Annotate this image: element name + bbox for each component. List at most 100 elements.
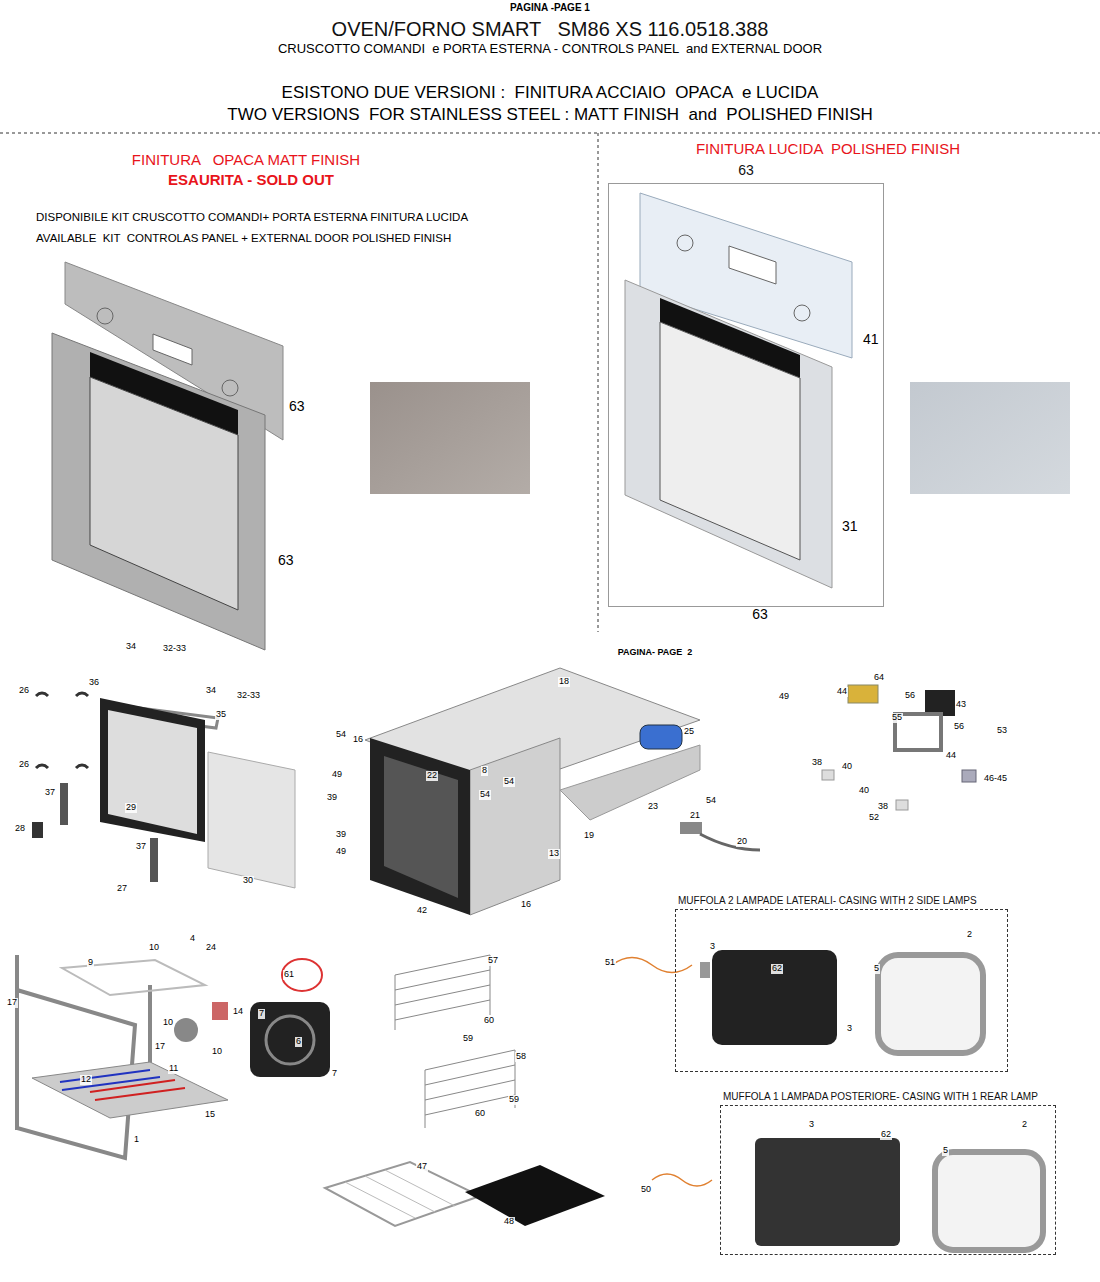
- callout-number: 14: [232, 1007, 244, 1017]
- callout-number: 32-33: [236, 691, 261, 701]
- heading-text: 31: [841, 519, 859, 534]
- callout-number: 35: [215, 710, 227, 720]
- callout-number: 3: [808, 1120, 815, 1130]
- callout-number: 25: [683, 727, 695, 737]
- callout-number: 10: [162, 1018, 174, 1028]
- callout-number: 1: [133, 1135, 140, 1145]
- callout-number: 54: [335, 730, 347, 740]
- callout-number: 3: [846, 1024, 853, 1034]
- callout-number: 2: [966, 930, 973, 940]
- group-heading: MUFFOLA 2 LAMPADE LATERALI- CASING WITH …: [676, 895, 979, 906]
- callout-number: 40: [841, 762, 853, 772]
- callout-number: 54: [479, 790, 491, 800]
- heading-text: 41: [862, 332, 880, 347]
- callout-number: 26: [18, 686, 30, 696]
- callout-number: 34: [125, 642, 137, 652]
- callout-number: 49: [335, 847, 347, 857]
- callout-number: 11: [168, 1064, 179, 1074]
- callout-number: 16: [520, 900, 532, 910]
- callout-number: 16: [352, 735, 364, 745]
- callout-number: 18: [558, 677, 570, 687]
- callout-number: 60: [474, 1109, 486, 1119]
- callout-number: 54: [503, 777, 515, 787]
- heading-text: FINITURA OPACA MATT FINISH: [131, 152, 361, 169]
- callout-number: 51: [604, 958, 616, 968]
- callout-number: 44: [836, 687, 848, 697]
- callout-number: 26: [18, 760, 30, 770]
- heading-text: DISPONIBILE KIT CRUSCOTTO COMANDI+ PORTA…: [35, 211, 469, 224]
- callout-number: 38: [877, 802, 889, 812]
- callout-number: 28: [14, 824, 26, 834]
- callout-number: 37: [135, 842, 147, 852]
- heading-text: AVAILABLE KIT CONTROLAS PANEL + EXTERNAL…: [35, 232, 452, 245]
- callout-number: 53: [996, 726, 1008, 736]
- callout-number: 56: [904, 691, 916, 701]
- callout-number: 49: [331, 770, 343, 780]
- callout-number: 4: [189, 934, 196, 944]
- callout-number: 9: [87, 958, 94, 968]
- casing-group-box: MUFFOLA 2 LAMPADE LATERALI- CASING WITH …: [675, 909, 1008, 1072]
- callout-number: 36: [88, 678, 100, 688]
- callout-number: 3: [709, 942, 716, 952]
- callout-number: 47: [416, 1162, 428, 1172]
- callout-number: 15: [204, 1110, 216, 1120]
- callout-number: 2: [1021, 1120, 1028, 1130]
- heading-text: ESAURITA - SOLD OUT: [167, 172, 335, 189]
- callout-number: 10: [211, 1047, 223, 1057]
- callout-number: 38: [811, 758, 823, 768]
- callout-number: 39: [326, 793, 338, 803]
- callout-number: 37: [44, 788, 56, 798]
- callout-number: 42: [416, 906, 428, 916]
- callout-number: 58: [515, 1052, 527, 1062]
- callout-number: 17: [6, 998, 18, 1008]
- callout-number: 40: [858, 786, 870, 796]
- heading-text: 63: [277, 553, 295, 568]
- callout-number: 46-45: [983, 774, 1008, 784]
- callout-number: 29: [125, 803, 137, 813]
- callout-number: 64: [873, 673, 885, 683]
- group-heading: 63: [736, 163, 756, 178]
- title: OVEN/FORNO SMART SM86 XS 116.0518.388: [331, 18, 770, 40]
- callout-number: 10: [148, 943, 160, 953]
- group-heading: MUFFOLA 1 LAMPADA POSTERIORE- CASING WIT…: [721, 1091, 1040, 1102]
- callout-number: 17: [154, 1042, 166, 1052]
- callout-number: 54: [705, 796, 717, 806]
- callout-number: 24: [205, 943, 217, 953]
- callout-number: 22: [426, 771, 438, 781]
- callout-number: 19: [583, 831, 595, 841]
- finish-frame: 63: [608, 183, 884, 607]
- callout-number: 7: [331, 1069, 338, 1079]
- callout-number: 43: [955, 700, 967, 710]
- callout-number: 30: [242, 876, 254, 886]
- heading-text: 63: [751, 607, 769, 622]
- heading-text: ESISTONO DUE VERSIONI : FINITURA ACCIAIO…: [281, 84, 820, 103]
- callout-number: 57: [487, 956, 499, 966]
- callout-number: 20: [736, 837, 748, 847]
- heading-text: FINITURA LUCIDA POLISHED FINISH: [695, 141, 961, 158]
- callout-number: 6: [295, 1037, 302, 1047]
- callout-number: 32-33: [162, 644, 187, 654]
- casing-group-box: MUFFOLA 1 LAMPADA POSTERIORE- CASING WIT…: [720, 1105, 1056, 1255]
- callout-number: 5: [873, 964, 880, 974]
- callout-number: 34: [205, 686, 217, 696]
- callout-number: 55: [891, 713, 903, 723]
- callout-number: 21: [689, 811, 701, 821]
- callout-number: 59: [462, 1034, 474, 1044]
- callout-number: 12: [80, 1075, 92, 1085]
- heading-text: CRUSCOTTO COMANDI e PORTA ESTERNA - CONT…: [277, 42, 823, 56]
- callout-number: 48: [503, 1217, 515, 1227]
- callout-number: 50: [640, 1185, 652, 1195]
- callout-number: 62: [771, 964, 783, 974]
- callout-number: 5: [942, 1146, 949, 1156]
- callout-number: 13: [548, 849, 560, 859]
- callout-number: 23: [647, 802, 659, 812]
- callout-number: 39: [335, 830, 347, 840]
- callout-number: 8: [481, 766, 488, 776]
- callout-number: 49: [778, 692, 790, 702]
- callout-number: 27: [116, 884, 128, 894]
- callout-number: 61: [283, 970, 295, 980]
- heading-text: TWO VERSIONS FOR STAINLESS STEEL : MATT …: [226, 106, 874, 125]
- heading-text: PAGINA- PAGE 2: [617, 648, 694, 658]
